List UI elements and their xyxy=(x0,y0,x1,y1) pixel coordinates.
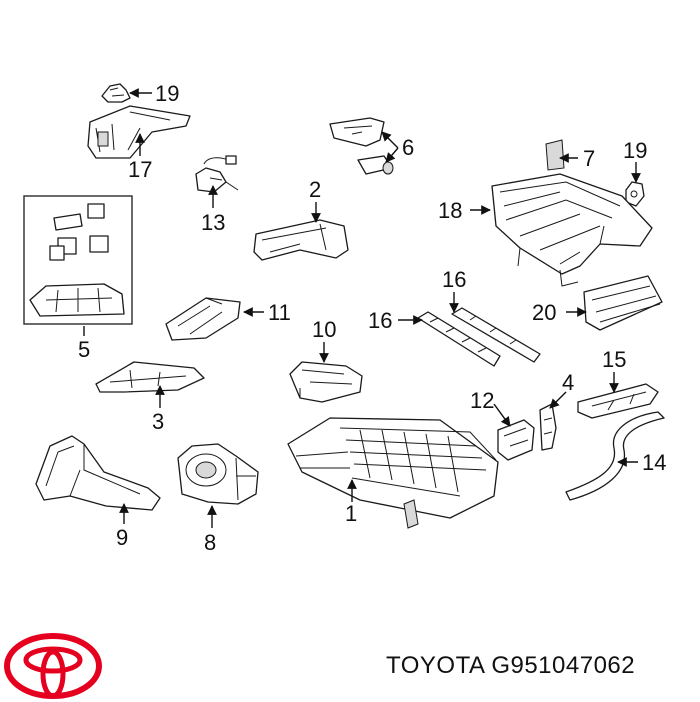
callout-16-right: 16 xyxy=(442,267,466,292)
part-10-bracket-illustration xyxy=(289,361,363,403)
footer-part-label: TOYOTA G951047062 xyxy=(386,652,635,680)
part-11-duct-illustration xyxy=(165,297,241,341)
callout-16-left: 16 xyxy=(368,308,392,333)
part-2-bracket-illustration xyxy=(253,219,349,261)
callout-19-right: 19 xyxy=(623,138,647,163)
callout-11: 11 xyxy=(268,300,291,325)
callout-17: 17 xyxy=(128,157,152,182)
callout-6: 6 xyxy=(402,135,414,160)
leader-12 xyxy=(493,403,511,427)
part-5-relay-box-illustration xyxy=(23,195,133,325)
part-20-module-illustration xyxy=(583,275,663,331)
part-9-duct-illustration xyxy=(35,435,161,511)
toyota-logo-icon xyxy=(4,633,102,699)
part-number: G951047062 xyxy=(491,652,636,679)
callout-2: 2 xyxy=(309,177,321,202)
leader-4 xyxy=(549,391,567,409)
callout-10: 10 xyxy=(312,317,336,342)
callout-18: 18 xyxy=(438,198,462,223)
part-3-bracket-illustration xyxy=(95,361,205,393)
part-15-bracket-illustration xyxy=(577,383,659,419)
leader-6a xyxy=(381,131,399,149)
callout-3: 3 xyxy=(152,409,164,434)
callout-7: 7 xyxy=(583,146,595,171)
leader-6b xyxy=(385,147,399,163)
callout-13: 13 xyxy=(201,210,225,235)
part-1-battery-illustration xyxy=(287,417,499,529)
callout-8: 8 xyxy=(204,530,216,555)
callout-14: 14 xyxy=(642,450,666,475)
callout-9: 9 xyxy=(116,525,128,550)
part-17-plate-illustration xyxy=(87,105,191,159)
callout-5: 5 xyxy=(78,337,90,362)
part-8-blower-illustration xyxy=(177,443,259,505)
callout-4: 4 xyxy=(562,370,574,395)
part-6-relay-illustration xyxy=(329,117,394,175)
callout-15: 15 xyxy=(602,347,626,372)
part-7-label-illustration xyxy=(545,139,565,171)
callout-1: 1 xyxy=(345,501,357,526)
callout-labels: 19 17 13 6 7 19 2 18 5 16 16 20 11 10 15… xyxy=(78,81,666,555)
leader-lines xyxy=(83,88,641,528)
part-18-cover-illustration xyxy=(491,173,653,287)
part-4-bracket-illustration xyxy=(539,403,557,451)
callout-12: 12 xyxy=(470,388,494,413)
part-14-cable-illustration xyxy=(565,411,665,501)
callout-19-top: 19 xyxy=(155,81,179,106)
part-13-connector-illustration xyxy=(195,155,239,193)
part-12-sensor-illustration xyxy=(497,419,535,461)
part-16-clamps-illustration xyxy=(417,307,541,367)
callout-20: 20 xyxy=(532,300,556,325)
part-19-bracket-illustration xyxy=(101,83,131,103)
brand-name: TOYOTA xyxy=(386,652,485,679)
